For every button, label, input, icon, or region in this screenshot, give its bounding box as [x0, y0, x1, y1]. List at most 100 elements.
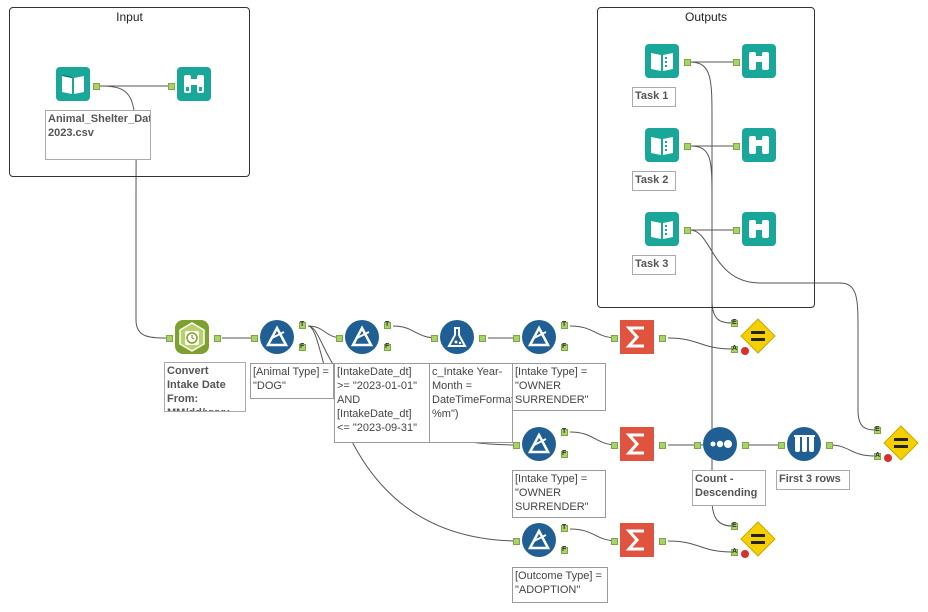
filter-surrender2-input-anchor[interactable]	[513, 442, 520, 449]
formula-label: c_Intake Year-Month = DateTimeFormat([In…	[429, 363, 513, 443]
filter-adoption-true-anchor[interactable]	[561, 525, 568, 532]
output-task3-label: Task 3	[632, 255, 676, 275]
output-task3-anchor[interactable]	[684, 227, 691, 234]
output-task1-tool[interactable]	[645, 44, 679, 78]
filter-animal-label: [Animal Type] = "DOG"	[250, 363, 334, 399]
filter-date-input-anchor[interactable]	[336, 335, 343, 342]
test3-expected-anchor[interactable]	[731, 523, 738, 530]
filter-surrender1-input-anchor[interactable]	[513, 335, 520, 342]
summarize3-tool[interactable]	[620, 523, 654, 557]
test3-actual-anchor[interactable]	[731, 549, 738, 556]
filter-date-label: [IntakeDate_dt] >= "2023-01-01" AND [Int…	[334, 363, 430, 443]
test1-expected-anchor[interactable]	[731, 320, 738, 327]
summarize2-output-anchor[interactable]	[659, 442, 666, 449]
output-task1-anchor[interactable]	[684, 59, 691, 66]
sigma-icon	[625, 529, 644, 551]
output-task1-label: Task 1	[632, 87, 676, 107]
filter-surrender2-true-anchor[interactable]	[561, 429, 568, 436]
sort-label: Count - Descending	[692, 470, 766, 506]
test-tubes-icon	[794, 435, 815, 452]
test3-actual-label: A	[732, 548, 738, 555]
filter-adoption-true-label: T	[562, 524, 567, 531]
filter-adoption-false-anchor[interactable]	[561, 547, 568, 554]
summarize3-input-anchor[interactable]	[611, 538, 618, 545]
datetime-tool[interactable]	[175, 320, 209, 354]
output-task2-anchor[interactable]	[684, 143, 691, 150]
filter-date-true-label: T	[385, 321, 390, 328]
summarize1-tool[interactable]	[620, 320, 654, 354]
test2-actual-anchor[interactable]	[874, 453, 881, 460]
test1-actual-label: A	[732, 345, 738, 352]
browse-task1-anchor[interactable]	[733, 59, 740, 66]
browse-input-anchor[interactable]	[168, 83, 175, 90]
input-data-output-anchor[interactable]	[93, 83, 100, 90]
flask-icon	[447, 327, 467, 347]
filter-adoption-input-anchor[interactable]	[513, 538, 520, 545]
formula-tool[interactable]	[440, 320, 474, 354]
test-equals-icon	[883, 425, 919, 461]
browse-task3-anchor[interactable]	[733, 227, 740, 234]
sort-input-anchor[interactable]	[694, 442, 701, 449]
test3-tool[interactable]	[740, 521, 776, 557]
summarize2-tool[interactable]	[620, 427, 654, 461]
test1-error-icon	[741, 347, 749, 355]
browse-task1-tool[interactable]	[742, 44, 776, 78]
input-data-tool[interactable]	[56, 67, 90, 101]
output-task2-label: Task 2	[632, 171, 676, 191]
datetime-input-anchor[interactable]	[166, 335, 173, 342]
filter-animal-tool[interactable]	[260, 320, 294, 354]
browse-task2-tool[interactable]	[742, 128, 776, 162]
sample-tool[interactable]	[787, 427, 821, 461]
test-equals-icon	[740, 318, 776, 354]
binoculars-icon	[749, 220, 769, 238]
filter-animal-input-anchor[interactable]	[251, 335, 258, 342]
test1-actual-anchor[interactable]	[731, 346, 738, 353]
formula-output-anchor[interactable]	[479, 335, 486, 342]
filter-icon	[527, 528, 551, 550]
summarize2-input-anchor[interactable]	[611, 442, 618, 449]
filter-icon	[527, 432, 551, 454]
filter-surrender1-tool[interactable]	[522, 320, 556, 354]
test2-expected-anchor[interactable]	[874, 427, 881, 434]
filter-surrender2-tool[interactable]	[522, 427, 556, 461]
sigma-icon	[625, 326, 644, 348]
browse-task3-tool[interactable]	[742, 212, 776, 246]
filter-date-tool[interactable]	[345, 320, 379, 354]
filter-surrender2-false-anchor[interactable]	[561, 451, 568, 458]
filter-surrender1-true-anchor[interactable]	[561, 322, 568, 329]
sample-input-anchor[interactable]	[778, 442, 785, 449]
filter-surrender1-false-anchor[interactable]	[561, 344, 568, 351]
filter-animal-true-label: T	[300, 321, 305, 328]
filter-animal-true-anchor[interactable]	[299, 322, 306, 329]
datetime-output-anchor[interactable]	[214, 335, 221, 342]
browse-task2-anchor[interactable]	[733, 143, 740, 150]
test2-tool[interactable]	[883, 425, 919, 461]
formula-input-anchor[interactable]	[431, 335, 438, 342]
sort-output-anchor[interactable]	[742, 442, 749, 449]
filter-date-true-anchor[interactable]	[384, 322, 391, 329]
filter-adoption-false-label: F	[562, 546, 567, 553]
input-data-label: Animal_Shelter_Data_Fiscal_Year_2022-202…	[45, 110, 151, 160]
filter-date-false-anchor[interactable]	[384, 344, 391, 351]
binoculars-icon	[749, 52, 769, 70]
output-task3-tool[interactable]	[645, 212, 679, 246]
input-container[interactable]: Input	[9, 7, 250, 177]
sample-output-anchor[interactable]	[826, 442, 833, 449]
summarize1-output-anchor[interactable]	[659, 335, 666, 342]
filter-adoption-tool[interactable]	[522, 523, 556, 557]
filter-surrender2-true-label: T	[562, 428, 567, 435]
sort-tool[interactable]	[703, 427, 737, 461]
filter-icon	[527, 325, 551, 347]
sigma-icon	[625, 433, 644, 455]
browse-input-tool[interactable]	[177, 67, 211, 101]
filter-animal-false-anchor[interactable]	[299, 344, 306, 351]
book-icon	[651, 221, 673, 239]
output-task2-tool[interactable]	[645, 128, 679, 162]
filter-animal-false-label: F	[300, 343, 305, 350]
input-container-title: Input	[116, 10, 143, 24]
test2-actual-label: A	[875, 452, 881, 459]
test1-tool[interactable]	[740, 318, 776, 354]
outputs-container[interactable]: Outputs	[597, 7, 815, 308]
summarize1-input-anchor[interactable]	[611, 335, 618, 342]
summarize3-output-anchor[interactable]	[659, 538, 666, 545]
